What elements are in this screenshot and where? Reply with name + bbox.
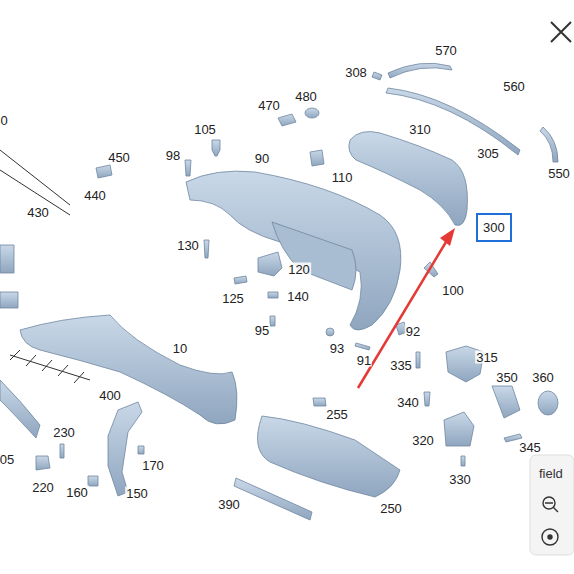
callout-number: 95 [254,324,270,337]
callout-number: 100 [441,284,465,297]
callout-number: 230 [52,426,76,439]
callout-number: 105 [193,123,217,136]
callout-number: 170 [141,459,165,472]
callout-number: 255 [325,408,349,421]
callout-number: 345 [518,441,542,454]
callout-number: 360 [531,371,555,384]
callout-number: 91 [356,354,372,367]
callout-number: 250 [379,502,403,515]
callout-number: 110 [331,171,354,184]
callout-number: 570 [434,44,458,57]
callout-number: 560 [502,80,526,93]
callout-number: 305 [476,147,500,160]
callout-number: 320 [411,434,435,447]
callout-number: 98 [165,149,181,162]
callout-number: 308 [344,66,368,79]
callout-number: 160 [65,486,89,499]
callout-number: 430 [26,206,50,219]
callout-number: 92 [405,325,421,338]
callout-number: 130 [176,239,200,252]
callout-number: 340 [396,396,420,409]
callout-number: 470 [257,99,281,112]
callout-number: 400 [98,389,122,402]
node-text: field [539,466,563,481]
field-label: field [536,463,566,484]
callout-number: 315 [475,351,499,364]
node-text: 300 [483,220,505,235]
callout-number: 10 [172,342,188,355]
callout-number: 335 [389,359,413,372]
callout-number: 310 [408,123,432,136]
callout-number: 440 [83,189,107,202]
callout-number: 0 [0,114,9,127]
callout-number: 480 [294,90,318,103]
callout-number: 125 [221,292,245,305]
callout-number: 140 [286,290,310,303]
callout-number: 220 [31,481,55,494]
callout-number: 330 [448,473,472,486]
callout-number: 450 [107,151,131,164]
callout-number: 120 [287,263,311,276]
callout-number: 150 [125,487,149,500]
callout-number: 350 [495,371,519,384]
callout-number: 05 [0,453,15,466]
callout-number: 390 [217,498,241,511]
highlight-box: 300 [476,213,512,242]
callout-number: 93 [329,342,345,355]
callout-number: 90 [254,152,270,165]
callout-number: 550 [547,167,571,180]
